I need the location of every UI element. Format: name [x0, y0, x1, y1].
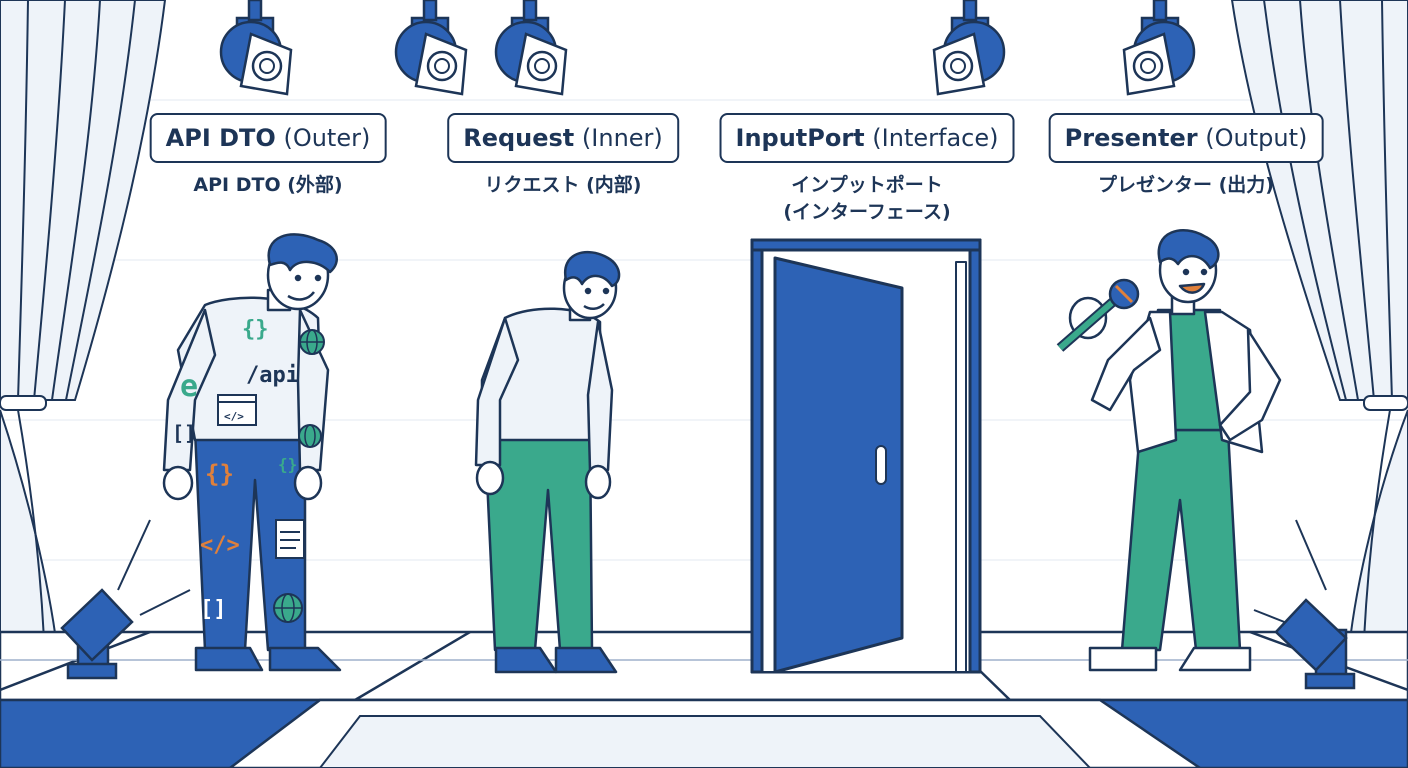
- svg-text:{}: {}: [278, 455, 297, 474]
- microphone-icon: [1056, 278, 1140, 352]
- curtain-left: [0, 0, 167, 641]
- svg-text:e: e: [180, 369, 198, 404]
- panel-input-port: InputPort (Interface) インプットポート (インターフェース…: [691, 0, 1043, 768]
- svg-text:[]: []: [200, 597, 227, 622]
- api-dto-subtitle: API DTO (外部): [193, 174, 343, 196]
- panel-presenter: Presenter (Output) プレゼンター (出力): [1010, 0, 1362, 768]
- presenter-figure: [1056, 229, 1282, 672]
- input-port-title-main: InputPort: [735, 124, 865, 152]
- presenter-title-box: Presenter (Output): [1048, 113, 1324, 163]
- globe-icon: [299, 329, 325, 355]
- svg-text:</>: </>: [224, 410, 244, 423]
- presenter-subtitle: プレゼンター (出力): [1098, 174, 1274, 196]
- svg-text:{}: {}: [205, 460, 234, 488]
- input-port-title-box: InputPort (Interface): [719, 113, 1015, 163]
- svg-text:</>: </>: [200, 533, 240, 558]
- curtain-right: [1230, 0, 1408, 641]
- input-port-door: [750, 238, 982, 674]
- floor-light-icon: [1253, 519, 1356, 690]
- globe-icon: [298, 424, 322, 448]
- api-dto-title-main: API DTO: [165, 124, 276, 152]
- input-port-subtitle: インプットポート (インターフェース): [783, 174, 951, 223]
- api-dto-title-box: API DTO (Outer): [149, 113, 387, 163]
- api-dto-clothing-symbols: {} e [] {} </> [] {} </> /api: [172, 317, 325, 623]
- presenter-title-main: Presenter: [1064, 124, 1198, 152]
- globe-icon: [273, 593, 303, 623]
- request-title-box: Request (Inner): [447, 113, 679, 163]
- request-title-paren: (Inner): [581, 124, 663, 152]
- request-figure: [474, 250, 621, 674]
- input-port-title-paren: (Interface): [872, 124, 999, 152]
- panel-api-dto: API DTO (Outer) API DTO (外部): [92, 0, 444, 768]
- presenter-title-paren: (Output): [1205, 124, 1308, 152]
- api-dto-title-paren: (Outer): [283, 124, 371, 152]
- request-title-main: Request: [463, 124, 575, 152]
- panel-request: Request (Inner) リクエスト (内部): [387, 0, 739, 768]
- shirt-text: /api: [246, 363, 299, 388]
- api-dto-figure: [162, 233, 342, 672]
- svg-text:[]: []: [172, 421, 196, 445]
- svg-text:{}: {}: [242, 317, 269, 342]
- floor-light-icon: [60, 519, 191, 680]
- request-subtitle: リクエスト (内部): [484, 174, 642, 196]
